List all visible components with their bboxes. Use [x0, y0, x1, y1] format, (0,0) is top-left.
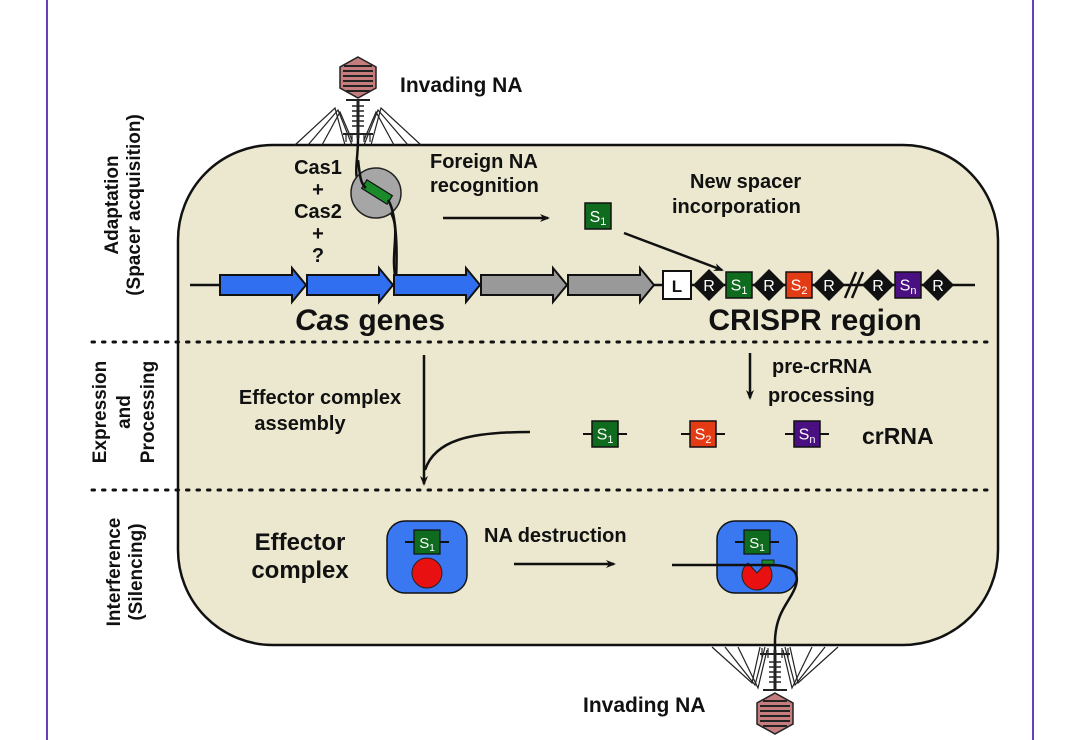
svg-text:S1: S1	[597, 426, 614, 446]
cas-gene-arrow-2	[306, 265, 395, 305]
svg-text:R: R	[763, 278, 775, 295]
new-spacer-label-line2: incorporation	[672, 196, 801, 218]
svg-text:S2: S2	[791, 277, 808, 297]
crispr-region-label: CRISPR region	[708, 304, 921, 337]
effector-complex-idle-icon: S1	[386, 520, 468, 594]
phage-top-icon	[294, 56, 422, 146]
phase-expression-line2: and	[114, 395, 135, 429]
crrna-1: S1	[583, 420, 627, 448]
crrna-label: crRNA	[862, 423, 934, 449]
array-break-mark	[843, 271, 865, 299]
crrna-2: S2	[681, 420, 725, 448]
svg-text:R: R	[872, 278, 884, 295]
pre-crrna-label-line1: pre-crRNA	[772, 356, 872, 378]
pre-crrna-label-line2: processing	[768, 385, 875, 407]
svg-text:R: R	[703, 278, 715, 295]
crispr-spacer-2: S2	[785, 271, 813, 299]
target-dna-strand	[672, 563, 799, 650]
question-label: ?	[312, 245, 324, 267]
svg-text:R: R	[823, 278, 835, 295]
effector-complex-label-line1: Effector	[255, 529, 346, 556]
crispr-array: L R S1 R S2 R R Sn R	[662, 269, 954, 301]
cas-gene-arrow-3	[393, 265, 482, 305]
svg-text:S1: S1	[419, 535, 435, 554]
svg-text:R: R	[932, 278, 944, 295]
invading-na-top-label: Invading NA	[400, 74, 523, 97]
assembly-arrow-curve	[423, 430, 531, 471]
effector-assembly-label-line1: Effector complex	[239, 387, 401, 409]
crrna-spacer-3: Sn	[793, 420, 821, 448]
phase-adaptation-line2: (Spacer acquisition)	[124, 114, 145, 296]
cas1-label: Cas1	[294, 157, 342, 179]
phase-expression-line1: Expression	[90, 361, 111, 463]
repeat-4: R	[862, 269, 894, 301]
svg-text:Sn: Sn	[799, 426, 816, 446]
repeat-1: R	[693, 269, 725, 301]
svg-text:S1: S1	[731, 277, 748, 297]
effector-complex-active-icon: S1	[716, 520, 798, 594]
svg-text:S1: S1	[590, 209, 607, 228]
cas-gene-arrows	[219, 265, 656, 305]
effector-complex-label-line2: complex	[251, 557, 349, 584]
svg-text:S1: S1	[749, 535, 765, 554]
plus-label-2: +	[312, 223, 324, 245]
svg-text:S2: S2	[695, 426, 712, 446]
plus-label-1: +	[312, 179, 324, 201]
na-destruction-label: NA destruction	[484, 525, 627, 547]
captured-spacer-fragment	[360, 178, 394, 206]
phase-interference-line1: Interference	[104, 518, 125, 627]
bacterial-cell	[176, 143, 1000, 647]
cas2-label: Cas2	[294, 201, 342, 223]
foreign-na-label-line1: Foreign NA	[430, 151, 538, 173]
cas-gene-arrow-1	[219, 265, 308, 305]
phage-bottom-icon	[711, 646, 839, 735]
phase-interference-line2: (Silencing)	[126, 523, 147, 620]
phase-adaptation-line1: Adaptation	[102, 155, 123, 254]
phase-label-interference: Interference (Silencing)	[104, 518, 147, 627]
phase-expression-line3: Processing	[138, 361, 159, 463]
repeat-2: R	[753, 269, 785, 301]
invading-na-bottom-label: Invading NA	[583, 694, 706, 717]
repeat-5: R	[922, 269, 954, 301]
cas-gene-arrow-5	[567, 265, 656, 305]
new-spacer-s1: S1	[584, 202, 612, 230]
repeat-3: R	[813, 269, 845, 301]
svg-text:Sn: Sn	[900, 277, 917, 297]
leader-sequence: L	[662, 270, 692, 300]
crrna-spacer-1: S1	[591, 420, 619, 448]
phase-label-adaptation: Adaptation (Spacer acquisition)	[102, 114, 145, 296]
cas-genes-label: Cas genes	[295, 304, 445, 337]
phase-label-expression: Expression and Processing	[90, 361, 159, 463]
effector-assembly-label-line2: assembly	[254, 413, 346, 435]
new-spacer-label-line1: New spacer	[690, 171, 801, 193]
crispr-spacer-n: Sn	[894, 271, 922, 299]
crrna-row: S1 S2 Sn	[583, 420, 829, 448]
crrna-spacer-2: S2	[689, 420, 717, 448]
crrna-3: Sn	[785, 420, 829, 448]
crispr-spacer-1: S1	[725, 271, 753, 299]
cas-gene-arrow-4	[480, 265, 569, 305]
foreign-na-label-line2: recognition	[430, 175, 539, 197]
svg-text:L: L	[672, 277, 682, 296]
incorporation-arrow	[623, 231, 724, 272]
